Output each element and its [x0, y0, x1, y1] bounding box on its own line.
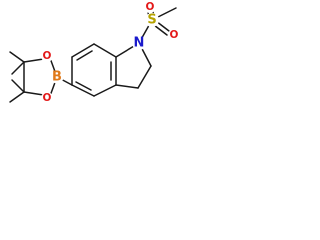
- bond-methyl-4: [9, 91, 25, 103]
- bond-c4-c5: [93, 84, 117, 97]
- bond-methyl-2: [11, 61, 25, 75]
- boron-atom-label: B: [52, 70, 62, 85]
- bond-inner-2: [75, 81, 92, 91]
- dioxaborolane-oxygen-1-label: O: [43, 50, 52, 62]
- bond-c7-c7a: [71, 43, 95, 58]
- nitrogen-atom-label: N: [134, 36, 145, 51]
- bond-inner-3: [76, 50, 93, 61]
- bond-methyl-3: [11, 79, 25, 93]
- bond-c2-c3: [137, 65, 152, 89]
- bond-c5-c6: [71, 84, 95, 97]
- atom-backgrounds: [41, 1, 180, 104]
- bond-c3-c3a: [115, 84, 139, 89]
- bond-c7a-c3a: [93, 43, 117, 58]
- atom-labels: N S O O B O O: [43, 1, 179, 104]
- structure-drawing: N S O O B O O: [9, 1, 180, 104]
- bond-methyl-1: [9, 51, 25, 63]
- sulfonyl-oxygen-2-label: O: [170, 29, 179, 41]
- sulfur-atom-label: S: [147, 13, 156, 28]
- dioxaborolane-oxygen-2-label: O: [43, 92, 52, 104]
- sulfonyl-oxygen-1-label: O: [146, 1, 155, 13]
- molecule-diagram: N S O O B O O: [0, 0, 191, 151]
